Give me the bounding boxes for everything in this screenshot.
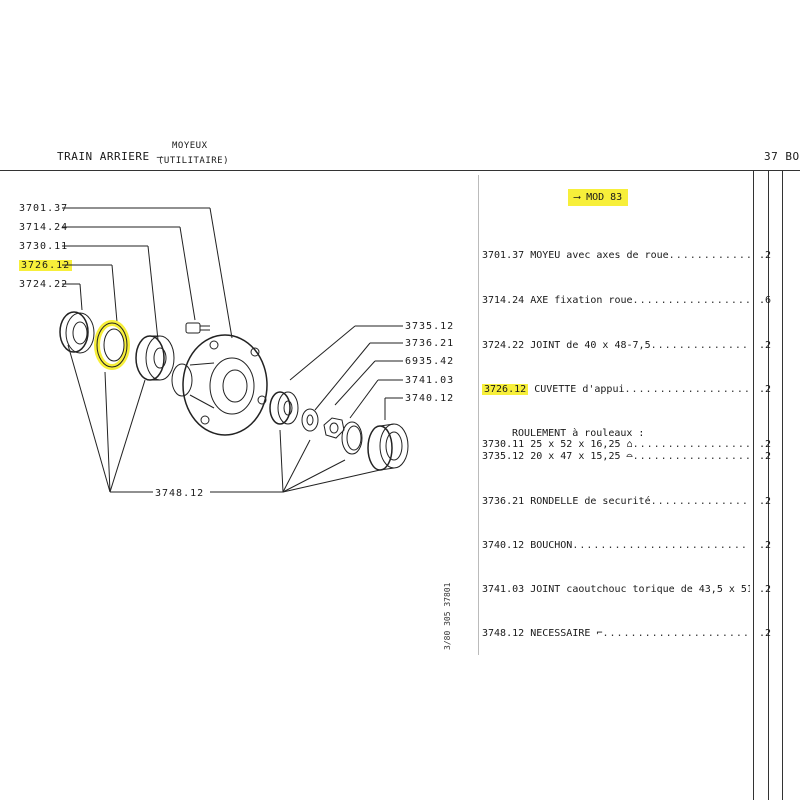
callout-label: 3701.37	[19, 203, 69, 214]
bearing-symbol-icon: ⌓	[626, 451, 633, 462]
quantity: .2	[759, 451, 772, 462]
bearing-symbol-icon: ⌂	[626, 439, 633, 450]
callout-label-highlighted: 3726.12	[19, 260, 73, 271]
list-group-heading: ROULEMENT à rouleaux :	[512, 428, 645, 439]
margin-rule	[478, 175, 479, 655]
callout-label: 3736.21	[405, 338, 455, 349]
page-ref: 37 BO	[764, 150, 800, 163]
list-item: 3748.12 NECESSAIRE ⌐....................…	[482, 628, 750, 639]
callout-label: 3741.03	[405, 375, 455, 386]
quantity: .2	[759, 628, 772, 639]
callout-label: 3735.12	[405, 321, 455, 332]
quantity: .2	[759, 496, 772, 507]
quantity: .2	[759, 250, 772, 261]
highlight-marker: 3726.12	[19, 260, 73, 271]
callout-label: 3748.12	[155, 488, 205, 499]
callout-label: 3714.24	[19, 222, 69, 233]
header-title: TRAIN ARRIERE –	[57, 150, 164, 163]
mod-label: ⟶ MOD 83	[568, 189, 629, 206]
callout-label: 6935.42	[405, 356, 455, 367]
quantity: .2	[759, 584, 772, 595]
quantity: .2	[759, 439, 772, 450]
column-divider	[753, 170, 754, 800]
list-item: 3714.24 AXE fixation roue...............…	[482, 295, 750, 306]
quantity: .2	[759, 540, 772, 551]
header-subtitle-top: MOYEUX	[172, 141, 208, 151]
list-item: 3735.12 20 x 47 x 15,25 ⌓...............…	[482, 451, 750, 462]
list-item: 3724.22 JOINT de 40 x 48-7,5............…	[482, 340, 750, 351]
quantity: .2	[759, 340, 772, 351]
list-item: 3730.11 25 x 52 x 16,25 ⌂...............…	[482, 439, 750, 450]
callout-label: 3724.22	[19, 279, 69, 290]
callout-label: 3730.11	[19, 241, 69, 252]
list-item: 3736.21 RONDELLE de securité............…	[482, 496, 750, 507]
list-item-highlighted: 3726.12 CUVETTE d'appui.................…	[482, 384, 750, 395]
column-divider	[782, 170, 783, 800]
column-divider	[768, 170, 769, 800]
quantity: .2	[759, 384, 772, 395]
header-divider	[0, 170, 800, 171]
list-item: 3740.12 BOUCHON.........................…	[482, 540, 750, 551]
list-item: 3741.03 JOINT caoutchouc torique de 43,5…	[482, 584, 750, 595]
list-item: 3701.37 MOYEU avec axes de roue.........…	[482, 250, 750, 261]
quantity: .6	[759, 295, 772, 306]
callout-label: 3740.12	[405, 393, 455, 404]
arrow-right-icon: ⟶	[574, 192, 581, 203]
header-subtitle-bottom: (UTILITAIRE)	[158, 156, 230, 166]
kit-symbol-icon: ⌐	[596, 628, 603, 639]
